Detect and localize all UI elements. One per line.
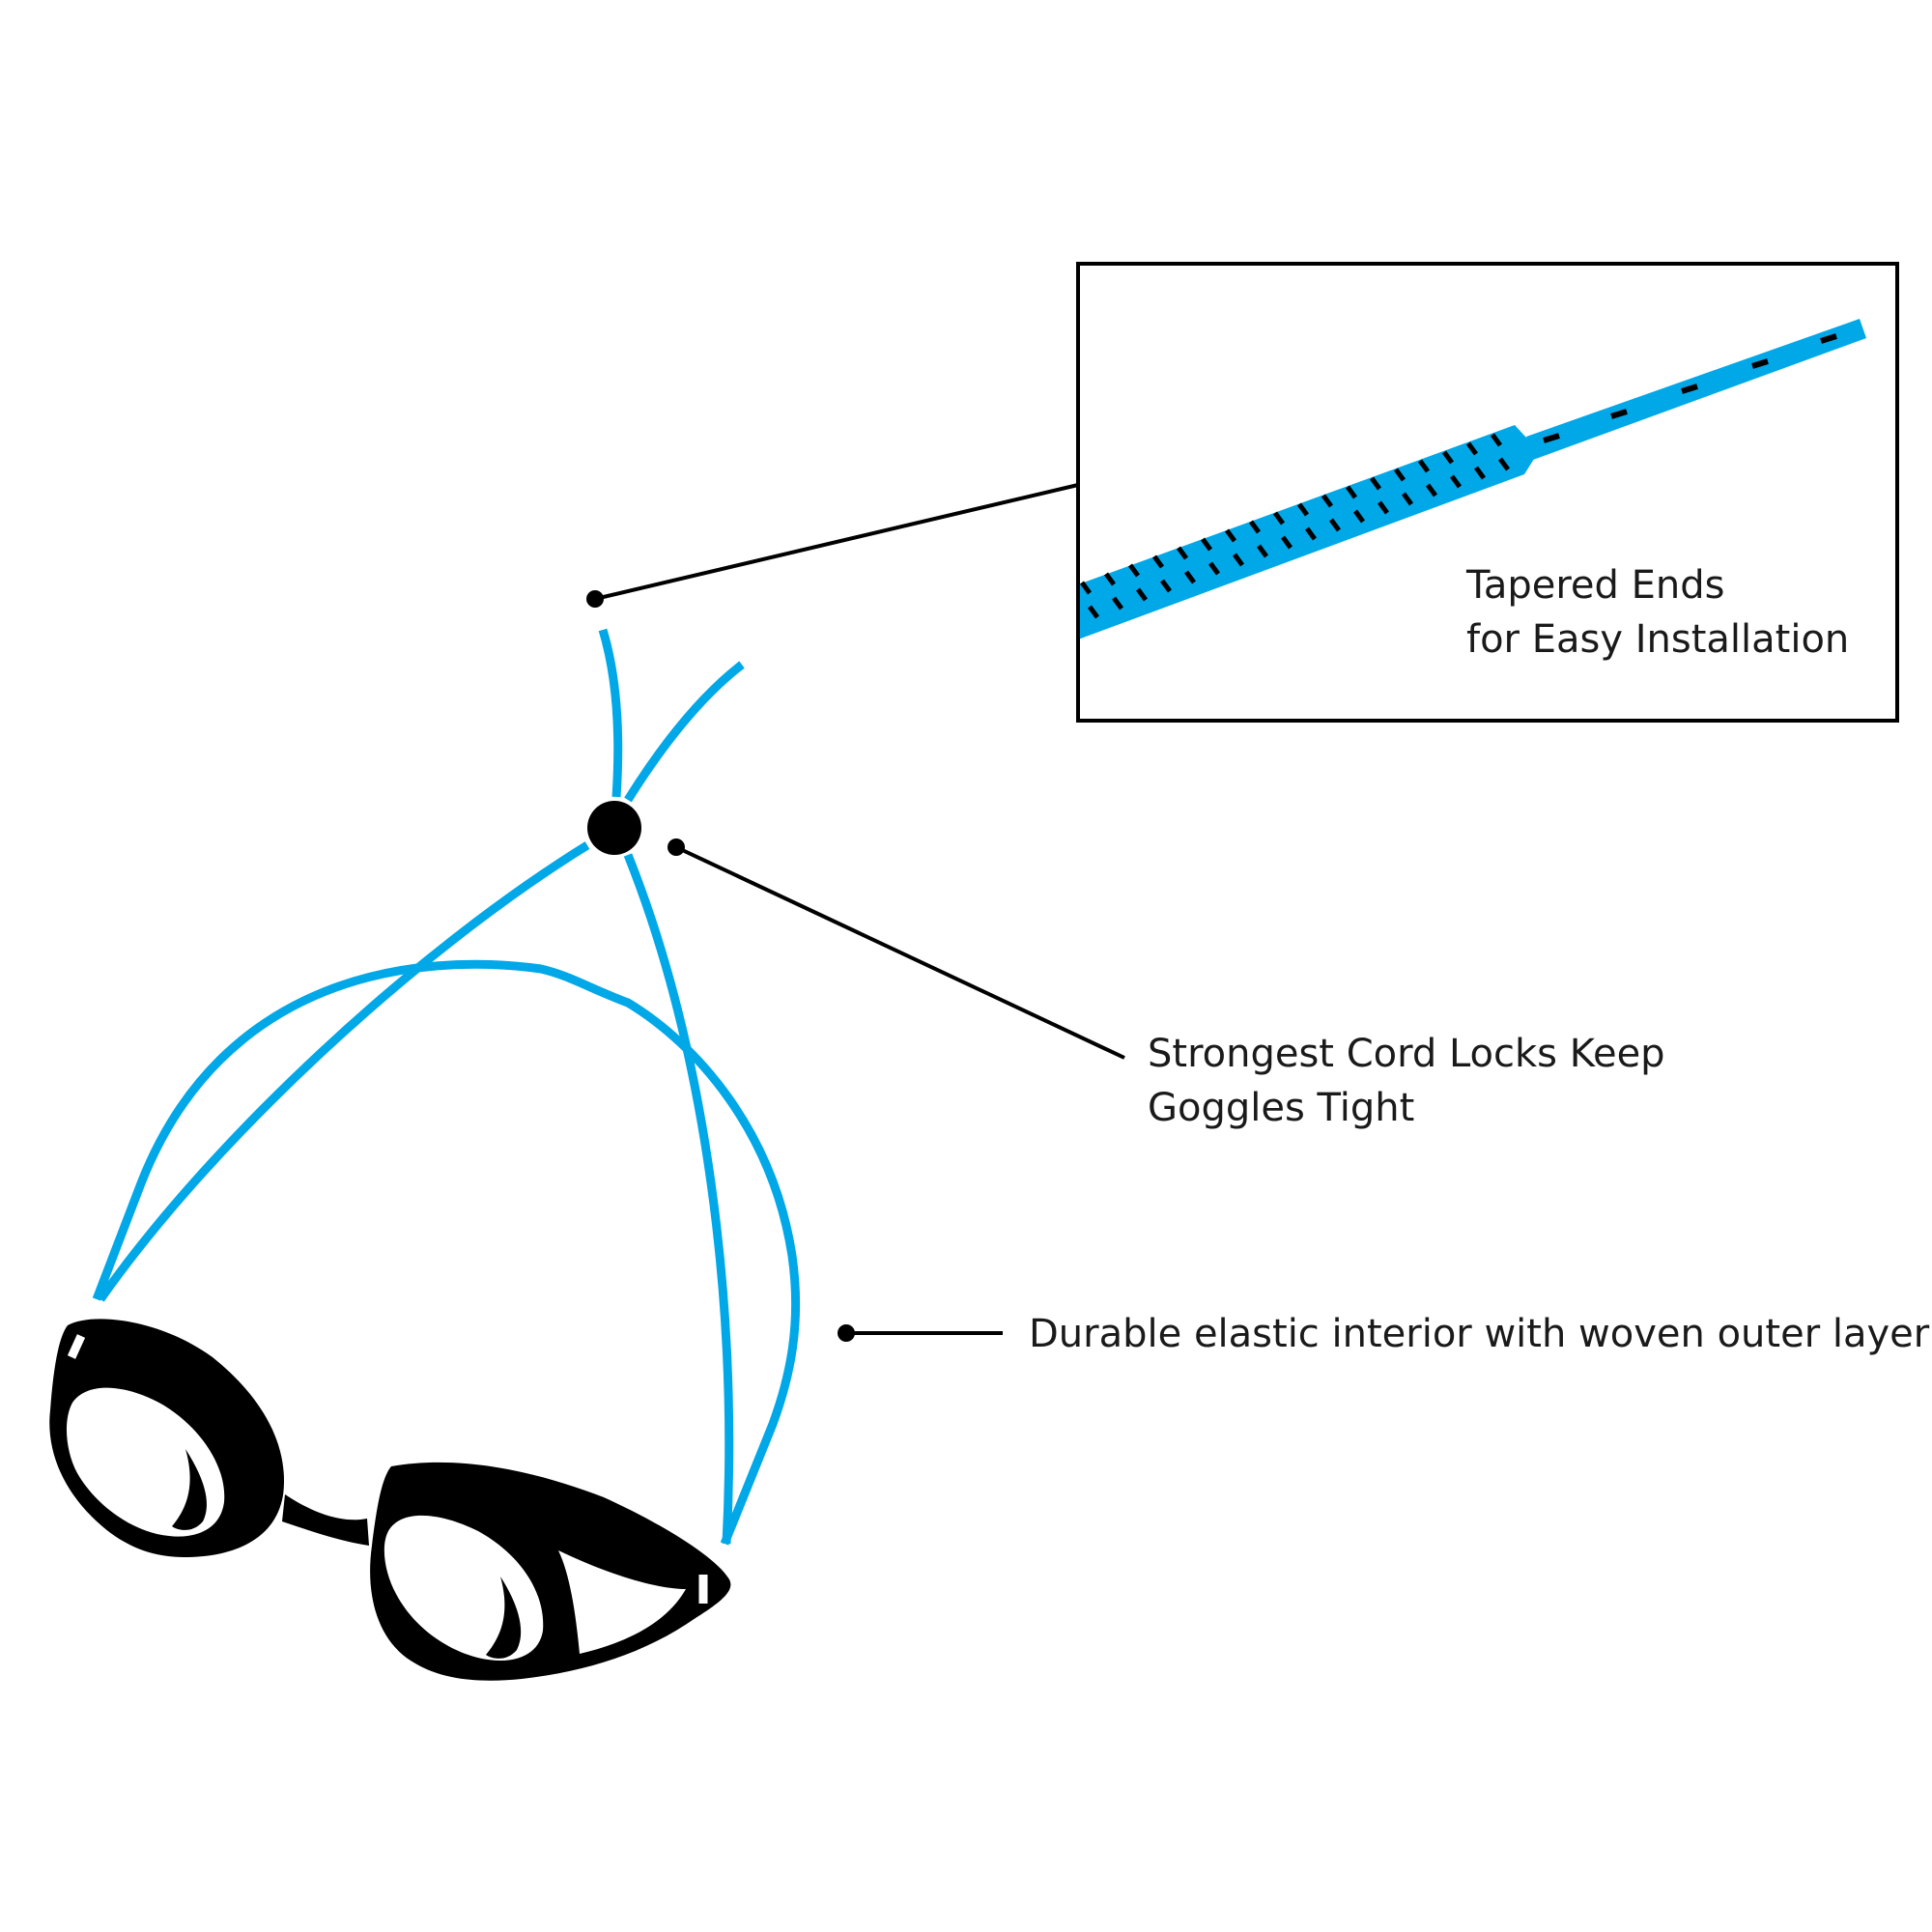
detail-frame [1076,262,1899,723]
leader-tapered [594,483,1079,601]
callout-tapered-line1: Tapered Ends [1466,563,1725,608]
bungee-strap-icon [92,628,801,1546]
tapered-end-detail-panel [1076,262,1899,723]
left-lens [66,1387,225,1537]
leader-dot-tapered [586,590,604,608]
callout-cordlock-line1: Strongest Cord Locks Keep [1148,1032,1665,1076]
callout-cordlock-line2: Goggles Tight [1148,1086,1415,1130]
cord-lock-icon [587,801,641,855]
leader-dot-cordlock [668,838,685,856]
leader-lines [586,483,1125,1342]
leader-cordlock [675,845,1125,1060]
leader-dot-elastic [838,1324,855,1342]
callout-elastic-line1: Durable elastic interior with woven oute… [1029,1312,1930,1356]
callout-elastic: Durable elastic interior with woven oute… [1029,1307,1929,1361]
callout-tapered-line2: for Easy Installation [1466,617,1850,662]
tapered-strap-end-icon [1080,319,1866,639]
swim-goggles-icon [49,1319,731,1681]
callout-tapered-ends: Tapered Ends for Easy Installation [1466,558,1849,667]
callout-cord-locks: Strongest Cord Locks Keep Goggles Tight [1148,1027,1665,1135]
